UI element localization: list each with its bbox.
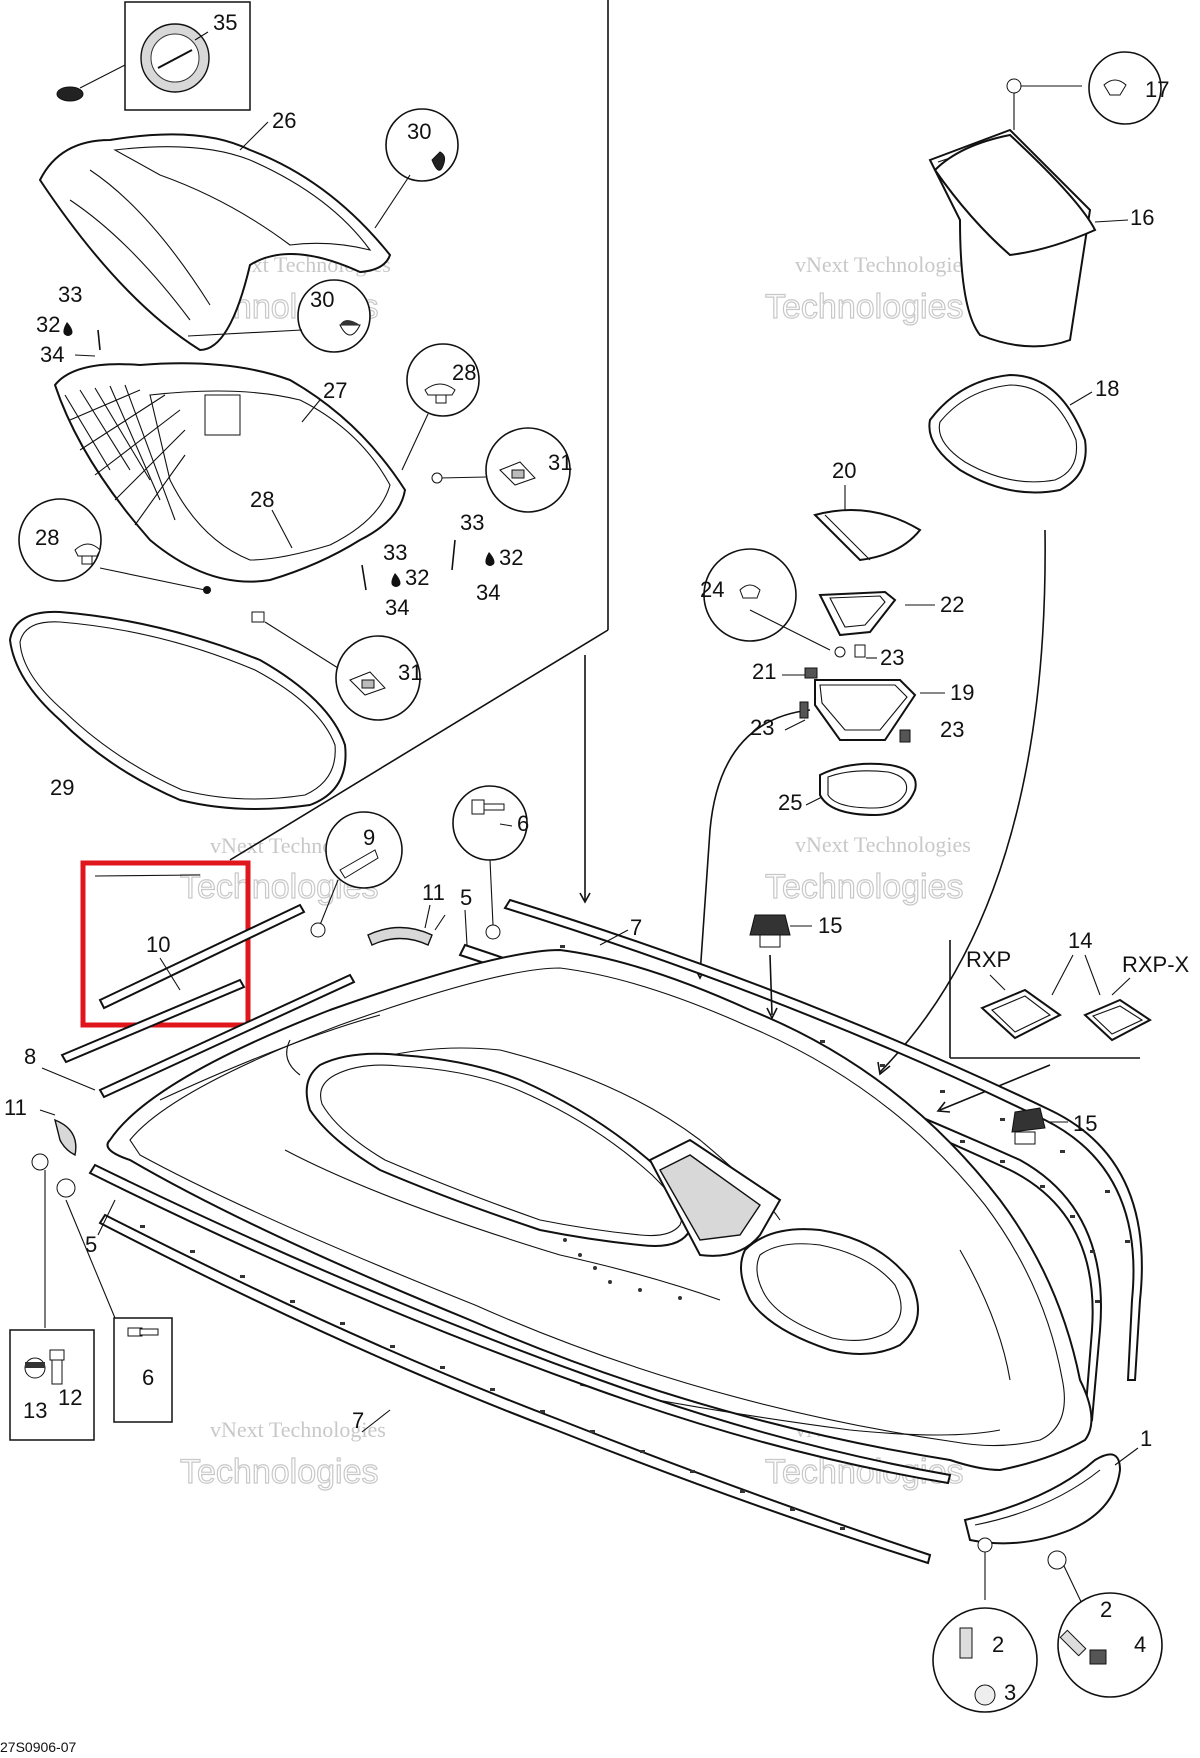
callout-34: 34 — [385, 595, 409, 620]
callout-26: 26 — [272, 108, 296, 133]
callout-3: 3 — [1004, 1680, 1016, 1705]
hull — [106, 948, 1093, 1472]
callout-11: 11 — [4, 1095, 27, 1120]
part-9-detail: 9 — [310, 811, 403, 938]
variant-label-rxp: RXP — [966, 947, 1011, 972]
callout-19: 19 — [950, 680, 974, 705]
callout-18: 18 — [1095, 376, 1119, 401]
watermark-text: vNext Technologies — [795, 252, 971, 277]
callout-10: 10 — [146, 932, 170, 957]
watermark-text: Technologies — [180, 1453, 378, 1491]
variant-label-rxp-x: RXP-X — [1122, 952, 1190, 977]
callout-28: 28 — [35, 525, 59, 550]
callout-8: 8 — [24, 1044, 36, 1069]
callout-15: 15 — [818, 913, 842, 938]
callout-11: 11 — [422, 880, 445, 905]
callout-5: 5 — [85, 1232, 97, 1257]
callout-27: 27 — [323, 378, 347, 403]
part-10-and-8-rails: 10 8 — [24, 903, 356, 1099]
part-6-detail: 6 — [452, 785, 529, 940]
part-28-detail: 28 28 — [18, 343, 480, 594]
callout-13: 13 — [23, 1398, 47, 1423]
part-12-13-panel: 13 12 — [9, 1329, 95, 1441]
callout-6: 6 — [142, 1365, 154, 1390]
part-5-7-rails-bottom: 5 7 — [85, 1163, 952, 1565]
callout-30: 30 — [310, 287, 334, 312]
part-6-lower-panel: 6 — [113, 1317, 173, 1423]
callout-32: 32 — [405, 565, 429, 590]
callout-5: 5 — [460, 885, 472, 910]
part-29-seat-gasket: 29 — [8, 610, 347, 810]
callout-31: 31 — [398, 660, 422, 685]
callout-34: 34 — [40, 342, 64, 367]
fastener-group-right: 33 32 34 33 32 34 — [361, 510, 523, 620]
callout-1: 1 — [1140, 1426, 1152, 1451]
callout-33: 33 — [58, 282, 82, 307]
callout-7: 7 — [630, 915, 642, 940]
callout-34: 34 — [476, 580, 500, 605]
part-31-detail: 31 31 — [251, 427, 572, 721]
callout-28: 28 — [250, 487, 274, 512]
highlight-box — [80, 860, 251, 1028]
watermark-text: Technologies — [765, 868, 963, 906]
callout-23: 23 — [750, 715, 774, 740]
callout-15: 15 — [1073, 1111, 1097, 1136]
part-26-seat-cover: 26 — [38, 108, 392, 352]
watermark-text: vNext Technologies — [210, 1417, 386, 1442]
callout-7: 7 — [352, 1408, 364, 1433]
callout-17: 17 — [1145, 77, 1169, 102]
callout-6: 6 — [517, 811, 529, 836]
watermark-text: vNext Technologies — [795, 832, 971, 857]
part-11-left: 11 — [4, 1095, 116, 1328]
callout-32: 32 — [36, 312, 60, 337]
part-15-drain-plug: 15 15 — [749, 913, 1097, 1145]
callout-28: 28 — [452, 360, 476, 385]
callout-23: 23 — [880, 645, 904, 670]
callout-25: 25 — [778, 790, 802, 815]
watermark-text: Technologies — [765, 288, 963, 326]
callout-22: 22 — [940, 592, 964, 617]
part-2-3-4-detail: 2 3 2 4 — [932, 1537, 1163, 1713]
part-16-storage-bin: 17 16 — [928, 51, 1169, 348]
callout-2: 2 — [1100, 1597, 1112, 1622]
part-7-rub-rail-top: 7 — [503, 898, 1143, 1381]
diagram-id: 27S0906-07 — [0, 1739, 77, 1755]
callout-24: 24 — [700, 577, 724, 602]
callout-9: 9 — [363, 825, 375, 850]
callout-33: 33 — [383, 540, 407, 565]
callout-20: 20 — [832, 458, 856, 483]
part-35-logo-panel: 35 — [56, 1, 251, 111]
callout-16: 16 — [1130, 205, 1154, 230]
callout-29: 29 — [50, 775, 74, 800]
drop-icon — [63, 322, 73, 336]
part-18-gasket: 18 — [928, 373, 1119, 494]
drop-icon — [485, 552, 495, 566]
part-30-detail: 30 30 — [187, 108, 459, 353]
part-14-variants: 14 RXP RXP-X — [966, 928, 1190, 1042]
callout-12: 12 — [58, 1385, 82, 1410]
division-lines — [229, 0, 1140, 1113]
callout-35: 35 — [213, 10, 237, 35]
part-27-seat-base: 27 28 — [53, 362, 407, 583]
callout-4: 4 — [1134, 1632, 1146, 1657]
callout-31: 31 — [548, 450, 572, 475]
glove-box-parts: 20 24 22 23 21 19 23 23 25 — [700, 458, 974, 817]
fastener-group-left: 33 32 34 — [36, 282, 101, 367]
callout-32: 32 — [499, 545, 523, 570]
callout-30: 30 — [407, 119, 431, 144]
callout-2: 2 — [992, 1632, 1004, 1657]
part-1-bow-bumper: 1 — [963, 1426, 1152, 1545]
drop-icon — [391, 573, 401, 587]
callout-14: 14 — [1068, 928, 1092, 953]
callout-21: 21 — [752, 659, 776, 684]
callout-33: 33 — [460, 510, 484, 535]
callout-23: 23 — [940, 717, 964, 742]
part-11-top: 11 5 — [367, 880, 472, 946]
